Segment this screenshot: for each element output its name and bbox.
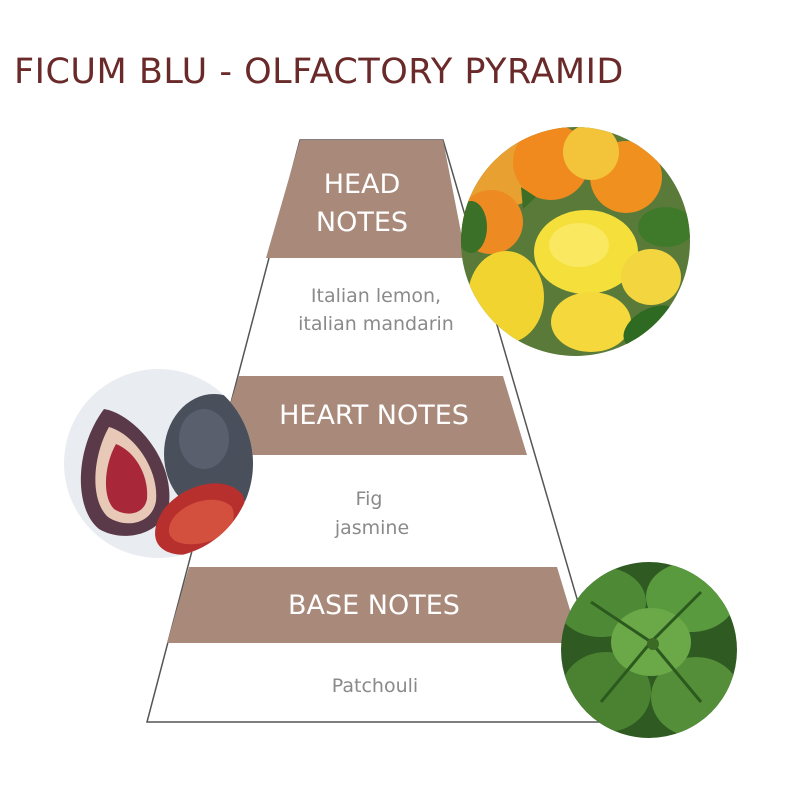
heart-notes-band <box>214 376 527 455</box>
citrus-icon <box>461 127 690 356</box>
heart-notes-ingredient-line1: Fig <box>356 488 383 510</box>
heart-notes-ingredient-line2: jasmine <box>334 517 409 539</box>
fig-icon <box>64 369 253 558</box>
head-notes-ingredient-line1: Italian lemon, <box>311 285 441 307</box>
figs-image <box>64 369 253 558</box>
heart-notes-label: HEART NOTES <box>279 400 469 431</box>
page-title: FICUM BLU - OLFACTORY PYRAMID <box>14 52 624 92</box>
head-notes-ingredient-line2: italian mandarin <box>298 313 454 335</box>
head-notes-label-line2: NOTES <box>316 207 408 238</box>
citrus-fruits-image <box>461 127 690 356</box>
patchouli-leaf-icon <box>561 562 737 738</box>
base-notes-label: BASE NOTES <box>288 590 460 621</box>
base-notes-ingredient: Patchouli <box>332 675 418 697</box>
head-notes-label-line1: HEAD <box>324 169 401 200</box>
head-notes-band <box>266 140 466 258</box>
base-notes-band <box>167 567 580 643</box>
patchouli-leaves-image <box>561 562 737 738</box>
